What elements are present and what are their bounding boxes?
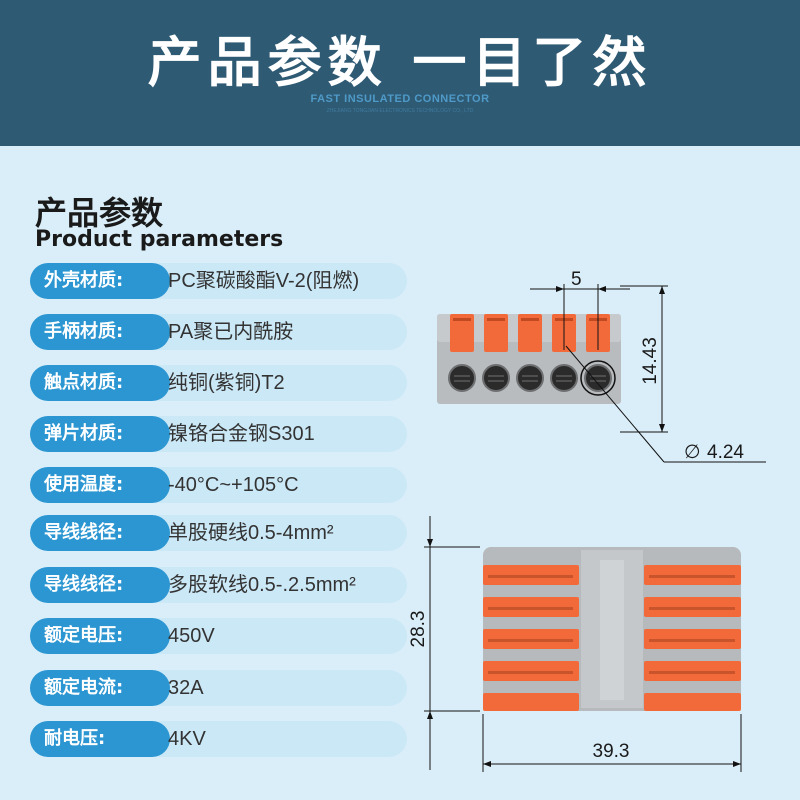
param-value: 镍铬合金钢S301 (168, 423, 315, 445)
wire-hole (448, 364, 476, 392)
param-row: 手柄材质: PA聚已内酰胺 (30, 314, 407, 350)
param-label: 手柄材质: (30, 314, 170, 350)
top-dimension-lines (424, 516, 742, 772)
connector-front-view (437, 314, 621, 404)
lever (518, 314, 542, 352)
param-row: 额定电流: 32A (30, 670, 407, 706)
param-value: 32A (168, 677, 204, 699)
param-value: 单股硬线0.5-4mm² (168, 522, 334, 544)
wire-hole (550, 364, 578, 392)
param-value: 纯铜(紫铜)T2 (168, 372, 285, 394)
param-label: 触点材质: (30, 365, 170, 401)
banner-company: ZHEJIANG TONGJIAN ELECTRONICS TECHNOLOGY… (326, 108, 474, 114)
param-label: 导线线径: (30, 515, 170, 551)
diameter-icon: ∅ (684, 442, 701, 463)
front-dimension-lines (530, 284, 766, 463)
param-row: 弹片材质: 镍铬合金钢S301 (30, 416, 407, 452)
param-row: 导线线径: 多股软线0.5-.2.5mm² (30, 567, 407, 603)
wire-holes (448, 364, 612, 392)
param-value: 450V (168, 625, 215, 647)
param-row: 外壳材质: PC聚碳酸酯V-2(阻燃) (30, 263, 407, 299)
section-title-en: Product parameters (35, 227, 284, 252)
wire-hole (584, 364, 612, 392)
section-title-cn: 产品参数 (35, 194, 164, 232)
param-value: PA聚已内酰胺 (168, 321, 294, 343)
depth-dimension: 28.3 (408, 611, 429, 648)
param-label: 额定电压: (30, 618, 170, 654)
param-label: 使用温度: (30, 467, 170, 503)
param-label: 额定电流: (30, 670, 170, 706)
connector-top-view (483, 547, 741, 711)
param-value: -40°C~+105°C (168, 474, 299, 496)
lever (484, 314, 508, 352)
hole-callout-circle (580, 360, 616, 396)
banner-title: 产品参数 一目了然 (147, 31, 653, 94)
lever (450, 314, 474, 352)
wire-hole (482, 364, 510, 392)
lever (644, 693, 741, 711)
param-row: 触点材质: 纯铜(紫铜)T2 (30, 365, 407, 401)
pitch-dimension: 5 (571, 269, 582, 290)
lever (483, 693, 579, 711)
param-row: 导线线径: 单股硬线0.5-4mm² (30, 515, 407, 551)
param-value: 4KV (168, 728, 206, 750)
param-label: 耐电压: (30, 721, 170, 757)
param-value: 多股软线0.5-.2.5mm² (168, 574, 356, 596)
banner-subtitle: FAST INSULATED CONNECTOR (310, 93, 490, 105)
param-row: 耐电压: 4KV (30, 721, 407, 757)
param-row: 使用温度: -40°C~+105°C (30, 467, 407, 503)
hole-dimension: 4.24 (707, 442, 744, 463)
height-dimension: 14.43 (640, 337, 661, 385)
param-label: 外壳材质: (30, 263, 170, 299)
param-value: PC聚碳酸酯V-2(阻燃) (168, 270, 360, 292)
param-row: 额定电压: 450V (30, 618, 407, 654)
param-label: 弹片材质: (30, 416, 170, 452)
wire-hole (516, 364, 544, 392)
header-banner: 产品参数 一目了然 FAST INSULATED CONNECTOR ZHEJI… (0, 0, 800, 146)
width-dimension: 39.3 (593, 741, 630, 762)
param-label: 导线线径: (30, 567, 170, 603)
